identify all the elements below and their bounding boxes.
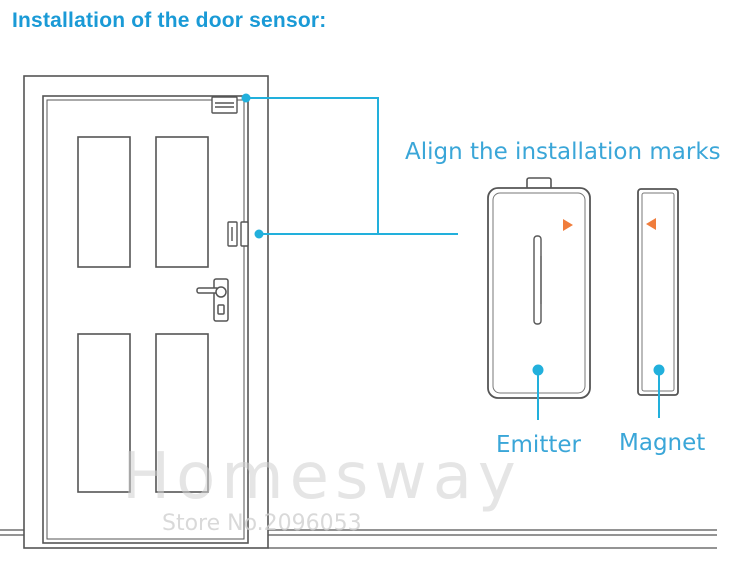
- align-label: Align the installation marks: [405, 139, 721, 165]
- page-title: Installation of the door sensor:: [12, 9, 327, 32]
- door-handle-icon: [196, 278, 229, 322]
- door-leaf: [42, 95, 249, 544]
- callout-connector: [246, 97, 458, 235]
- dot-icon: [241, 93, 251, 103]
- door-panel: [155, 136, 209, 268]
- top-sensor-icon: [211, 96, 238, 114]
- emitter-pointer: [532, 364, 544, 420]
- door-frame: [23, 75, 269, 549]
- door: [23, 75, 269, 549]
- watermark-store: Store No.2096053: [162, 511, 362, 536]
- triangle-arrow-icon: [563, 219, 573, 231]
- emitter-label: Emitter: [496, 432, 582, 458]
- floor: [0, 529, 717, 549]
- magnet-label: Magnet: [619, 430, 705, 456]
- triangle-arrow-icon: [646, 218, 656, 230]
- magnet-device: [637, 188, 679, 396]
- watermark-brand: Homesway: [122, 440, 522, 514]
- door-panel: [155, 333, 209, 493]
- magnet-pointer: [653, 364, 665, 418]
- dot-icon: [254, 229, 264, 239]
- door-panel: [77, 136, 131, 268]
- side-sensor-icon: [227, 221, 249, 247]
- emitter-device: [487, 177, 591, 399]
- door-panel: [77, 333, 131, 493]
